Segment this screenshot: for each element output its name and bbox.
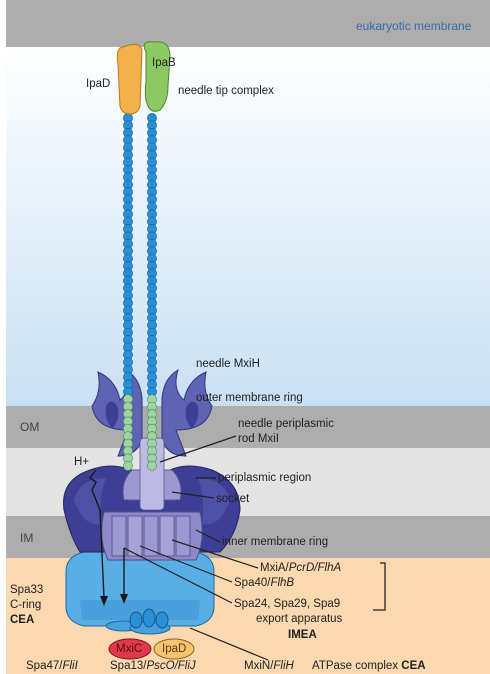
spa13-text: Spa13/ (110, 660, 146, 672)
ipab-tip-label: IpaB (152, 56, 176, 70)
outer-membrane-ring-label: outer membrane ring (196, 391, 303, 405)
mxic-label: MxiC (116, 642, 142, 656)
rod-label-line1: needle periplasmic (238, 417, 334, 431)
spa47-label: Spa47/FliI (26, 659, 78, 673)
spa13-lobe-1 (130, 612, 142, 628)
spa40-label: Spa40/FlhB (234, 576, 294, 590)
spa13-italic: PscO/FliJ (146, 660, 195, 672)
ipad-tip (117, 44, 142, 114)
imea-label: IMEA (288, 628, 317, 642)
eukaryotic-membrane-label: eukaryotic membrane (356, 19, 471, 33)
spa40-italic: FlhB (270, 577, 294, 589)
export-apparatus-label: export apparatus (256, 612, 342, 626)
spa13-lobe-2 (143, 609, 155, 627)
eukaryotic-word: eukaryotic membrane (356, 19, 471, 33)
spa47-italic: FliI (62, 660, 77, 672)
needle-bead (123, 461, 132, 470)
mxia-text: MxiA/ (260, 562, 289, 574)
ipad-tip-label: IpaD (86, 77, 110, 91)
socket-label: socket (216, 492, 249, 506)
periplasmic-region-label: periplasmic region (218, 471, 311, 485)
spa24-label: Spa24, Spa29, Spa9 (234, 597, 340, 611)
mxin-text: MxiN/ (244, 660, 273, 672)
spa33-label: Spa33 (10, 583, 43, 597)
om-label: OM (20, 420, 39, 434)
mxia-italic: PcrD/FlhA (289, 562, 341, 574)
im-label: IM (20, 531, 33, 545)
needle-bead (147, 461, 156, 470)
extracellular-space (6, 45, 490, 406)
mxia-block-2 (160, 516, 174, 556)
mxia-label: MxiA/PcrD/FlhA (260, 561, 341, 575)
c-ring-cea-label: CEA (10, 613, 34, 627)
atpase-text: ATPase complex (312, 660, 398, 672)
atpase-label: ATPase complex CEA (312, 659, 426, 673)
needle-label: needle MxiH (196, 357, 260, 371)
spa47-text: Spa47/ (26, 660, 62, 672)
ipad-bottom-label: IpaD (162, 642, 186, 656)
atpase-cea: CEA (401, 660, 425, 672)
mxin-label: MxiN/FliH (244, 659, 294, 673)
ipab-tip (144, 42, 170, 112)
h-plus-label: H+ (74, 455, 89, 469)
mxin-italic: FliH (273, 660, 293, 672)
spa40-flhb-block-2 (128, 516, 142, 556)
mxia-block-3 (176, 516, 190, 556)
c-ring-label: C-ring (10, 598, 41, 612)
rod-label-line2: rod MxiI (238, 432, 279, 446)
spa13-label: Spa13/PscO/FliJ (110, 659, 196, 673)
spa13-lobe-3 (156, 612, 168, 628)
spa40-text: Spa40/ (234, 577, 270, 589)
needle-tip-complex-label: needle tip complex (178, 84, 274, 98)
inner-membrane-ring-label: inner membrane ring (222, 535, 328, 549)
